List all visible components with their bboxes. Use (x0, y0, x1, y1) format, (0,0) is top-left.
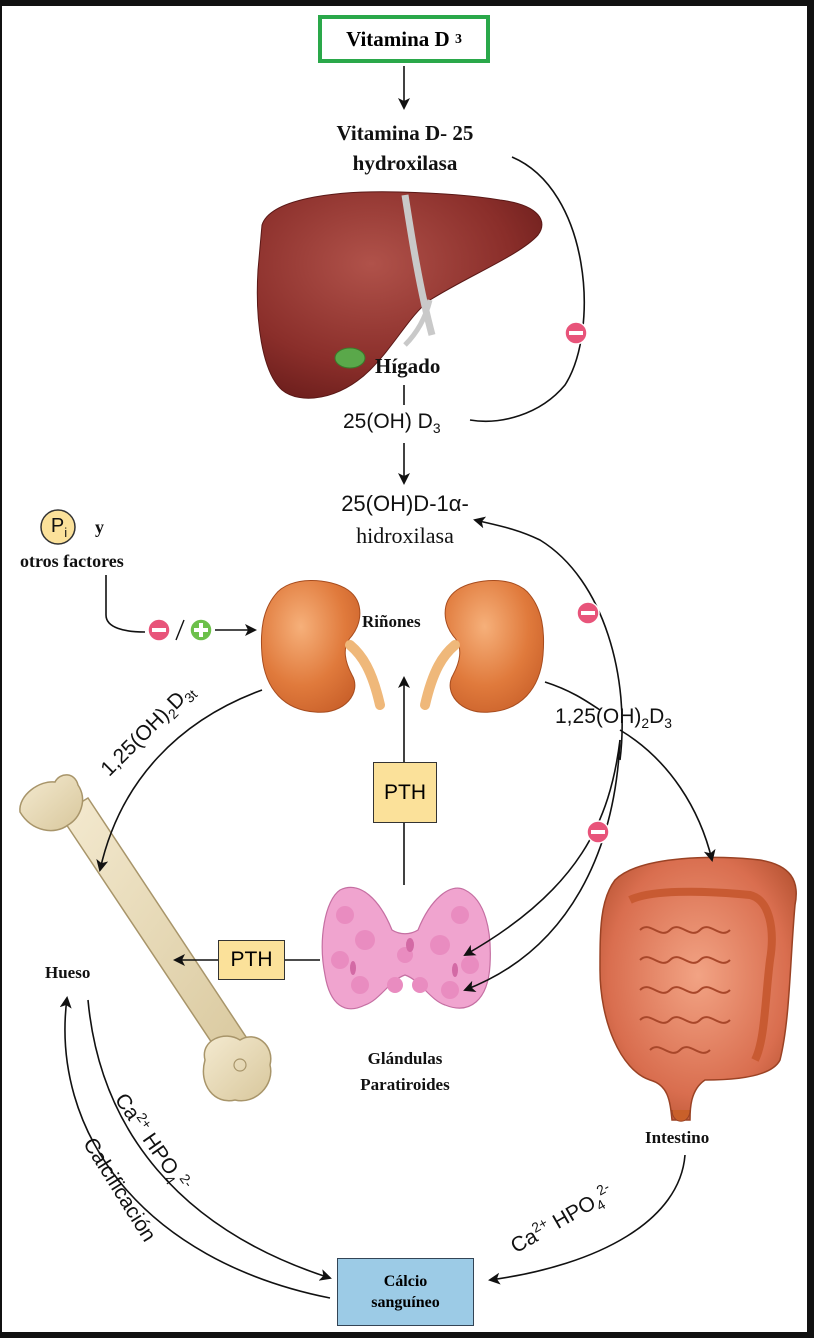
liver-enzyme-line1: Vitamina D- 25 (300, 118, 510, 148)
bone-illustration (20, 775, 271, 1101)
inhibit-icon-parathyroid (587, 821, 609, 843)
intestine-illustration (600, 857, 796, 1121)
liver-enzyme-label: Vitamina D- 25 hydroxilasa (300, 118, 510, 178)
vitamin-d3-title: Vitamina D 3 (318, 15, 490, 63)
intestine-label: Intestino (645, 1128, 709, 1148)
kidney-right (425, 580, 544, 712)
arrow-calcitriol-to-intestine (620, 730, 712, 860)
blood-calcium-line2: sanguíneo (371, 1292, 439, 1313)
inhibit-icon-kidney-feedback (577, 602, 599, 624)
arrow-bone-to-blood (88, 1000, 330, 1278)
phosphate-symbol: Pi (49, 515, 69, 540)
title-text: Vitamina D (346, 27, 450, 52)
inhibit-icon-liver (565, 322, 587, 344)
parathyroid-illustration (322, 887, 490, 1008)
pth-box-left: PTH (218, 940, 285, 980)
kidney-enzyme-line1: 25(OH)D-1α- (315, 488, 495, 520)
stimulate-icon-phosphate (190, 619, 212, 641)
slash-divider (176, 620, 184, 640)
kidney-left (261, 580, 380, 712)
feedback-loop-liver (470, 157, 584, 421)
bone-label: Hueso (45, 963, 90, 983)
other-factors-label: otros factores (20, 551, 124, 572)
kidney-label: Riñones (362, 612, 421, 632)
phosphate-conjunction: y (95, 517, 104, 538)
inhibit-icon-phosphate (148, 619, 170, 641)
liver-label: Hígado (375, 354, 440, 379)
line-phosphate (106, 575, 145, 632)
arrow-calcitriol-to-parathyroid-1 (465, 740, 620, 955)
metabolite-25ohd3: 25(OH) D3 (343, 410, 441, 436)
kidney-enzyme-label: 25(OH)D-1α- hidroxilasa (315, 488, 495, 552)
parathyroid-label: Glándulas Paratiroides (330, 1046, 480, 1098)
calcitriol-right-label: 1,25(OH)2D3 (555, 705, 672, 731)
blood-calcium-line1: Cálcio (384, 1271, 428, 1292)
kidney-enzyme-line2: hidroxilasa (315, 520, 495, 552)
liver-enzyme-line2: hydroxilasa (300, 148, 510, 178)
pth-box-up: PTH (373, 762, 437, 823)
blood-calcium-box: Cálcio sanguíneo (337, 1258, 474, 1326)
title-subscript: 3 (455, 31, 462, 47)
